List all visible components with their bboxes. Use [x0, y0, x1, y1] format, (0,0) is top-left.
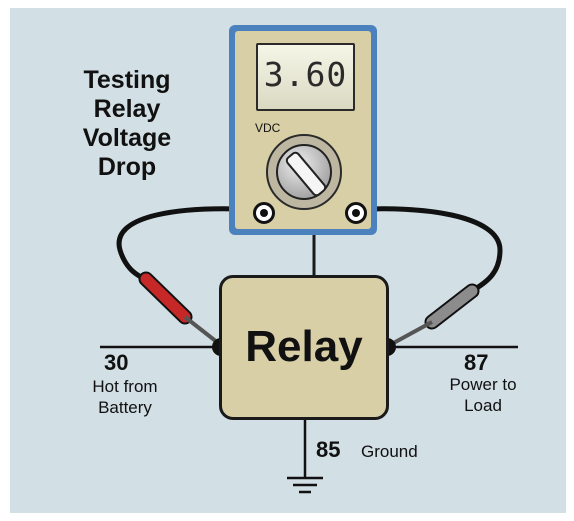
- ground-symbol-icon: [287, 476, 323, 494]
- relay-block: Relay: [219, 275, 389, 420]
- terminal-87-number: 87: [464, 350, 489, 375]
- terminal-30-desc-line: Battery: [98, 398, 152, 417]
- dial-knob-icon: [276, 144, 332, 200]
- right-lead-wire: [351, 206, 503, 295]
- left-lead-wire: [116, 206, 263, 285]
- terminal-30-desc-line: Hot from: [92, 377, 158, 396]
- title-line: Voltage: [82, 124, 172, 152]
- terminal-87-description: Power to Load: [428, 374, 538, 416]
- selector-dial: [266, 134, 342, 210]
- red-probe-icon: [138, 271, 224, 348]
- multimeter-display: 3.60: [256, 43, 355, 111]
- range-label: VDC: [255, 121, 281, 135]
- voltage-reading: 3.60: [263, 55, 348, 94]
- terminal-87-desc-line: Power to: [449, 375, 517, 394]
- title-line: Drop: [97, 153, 157, 181]
- terminal-85-description: Ground: [361, 442, 418, 461]
- left-jack-icon: [253, 202, 275, 224]
- gray-probe-icon: [387, 283, 480, 348]
- terminal-85-number: 85: [316, 437, 341, 462]
- terminal-30-number: 30: [104, 350, 129, 375]
- dial-pointer-icon: [283, 149, 329, 199]
- multimeter: 3.60 VDC: [229, 25, 377, 235]
- title-line: Relay: [93, 95, 161, 123]
- right-jack-icon: [345, 202, 367, 224]
- diagram-title: Testing Relay Voltage Drop: [52, 66, 202, 182]
- title-line: Testing: [83, 66, 171, 94]
- relay-label: Relay: [245, 322, 363, 371]
- multimeter-body: 3.60 VDC: [235, 31, 371, 229]
- terminal-87-desc-line: Load: [464, 396, 502, 415]
- terminal-30-description: Hot from Battery: [70, 376, 180, 418]
